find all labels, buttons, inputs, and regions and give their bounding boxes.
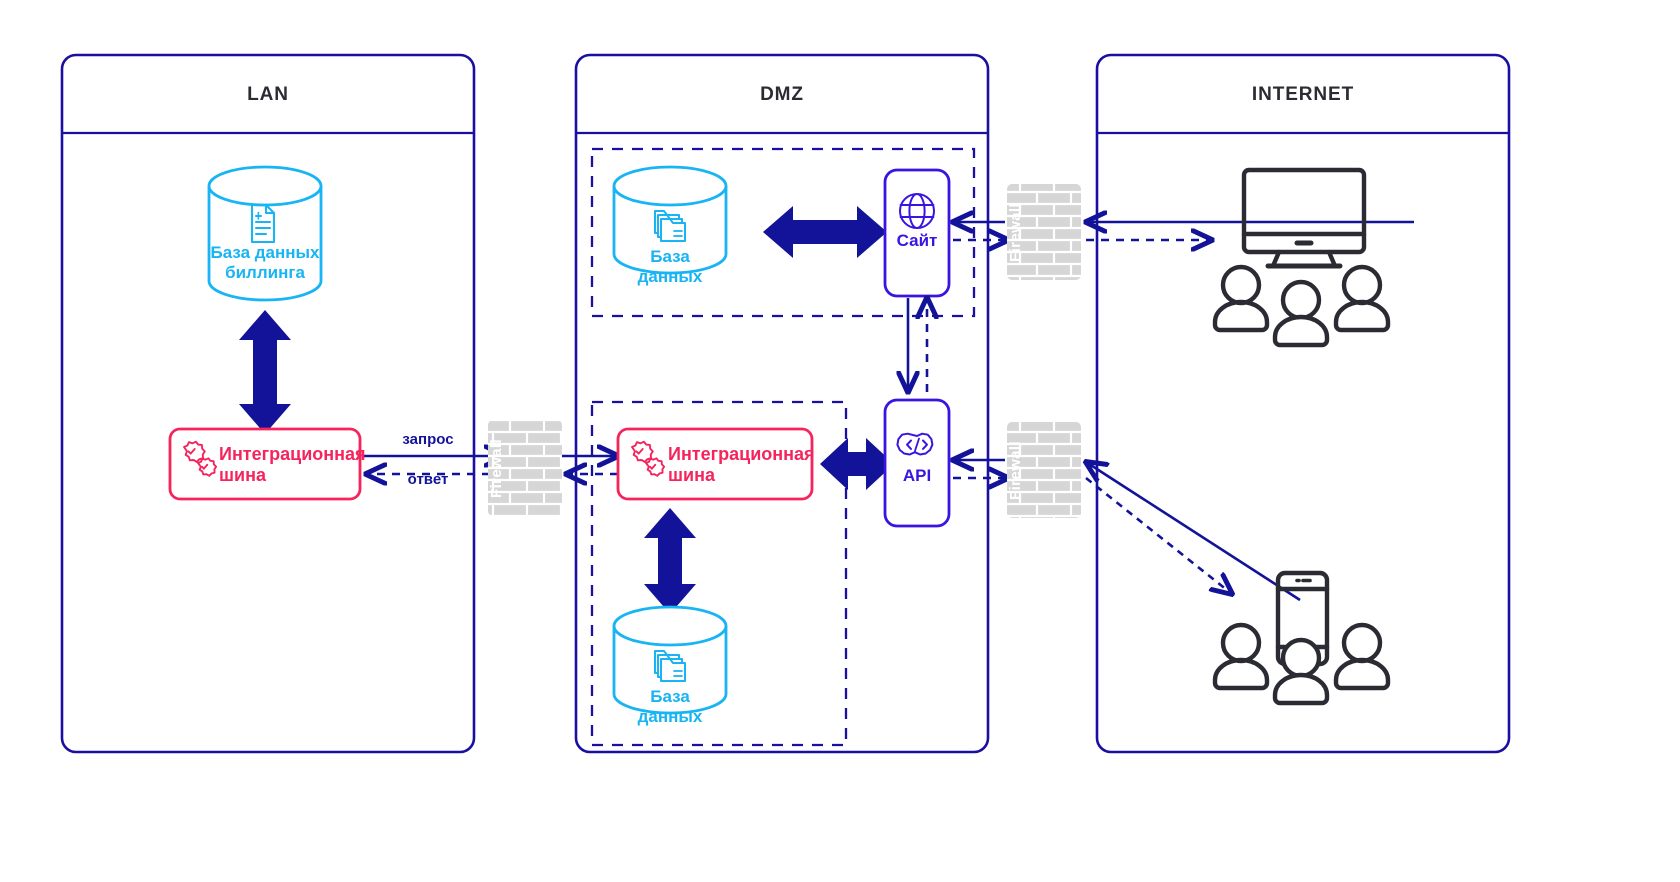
lan-billing-database-label: База данных биллинга: [210, 243, 320, 283]
dmz-bus-api-bidirectional-arrow: [820, 438, 894, 490]
code-badge-icon: [896, 432, 934, 456]
dmz-top-database-node[interactable]: [612, 165, 728, 275]
dmz-api-node[interactable]: [883, 398, 951, 528]
desktop-monitor-icon: [1241, 167, 1367, 269]
gears-check-icon: [183, 440, 218, 477]
users-group-icon: [1212, 622, 1391, 706]
dmz-api-label: API: [902, 466, 932, 485]
dmz-integration-bus-label: Интеграционная шина: [668, 444, 815, 486]
flow-label-request: запрос: [402, 431, 454, 448]
users-group-icon: [1212, 264, 1391, 348]
dmz-integration-bus-node[interactable]: [616, 427, 814, 501]
invoice-document-icon: [250, 203, 276, 244]
internet-desktop-node[interactable]: [1212, 167, 1391, 348]
dmz-group-integration: [590, 400, 848, 747]
zone-title-lan: LAN: [247, 84, 289, 105]
lan-integration-bus-node[interactable]: [168, 427, 362, 501]
globe-icon: [899, 193, 935, 229]
internet-mobile-response-arrow: [1085, 476, 1232, 594]
dmz-db-site-bidirectional-arrow: [763, 206, 887, 258]
firewall-site-internet: [1007, 184, 1081, 280]
dmz-bus-db-bidirectional-arrow: [644, 508, 696, 614]
internet-mobile-request-arrow: [1086, 462, 1301, 602]
folders-icon: [654, 650, 686, 682]
dmz-top-database-label: База данных: [637, 247, 703, 287]
dmz-site-label: Сайт: [896, 231, 938, 250]
dmz-bottom-database-label: База данных: [637, 687, 703, 727]
gears-check-icon: [631, 440, 666, 477]
lan-db-bus-bidirectional-arrow: [239, 310, 291, 434]
firewall-api-internet: [1007, 422, 1081, 518]
lan-billing-database-node[interactable]: [207, 165, 323, 302]
dmz-group-web: [590, 147, 976, 318]
firewall-lan-dmz: [488, 420, 562, 516]
dmz-bottom-database-node[interactable]: [612, 605, 728, 715]
flow-label-response: ответ: [407, 471, 449, 488]
folders-icon: [654, 210, 686, 242]
zone-title-dmz: DMZ: [760, 84, 804, 105]
internet-mobile-node[interactable]: [1212, 570, 1391, 706]
lan-integration-bus-label: Интеграционная шина: [219, 444, 366, 486]
zone-title-internet: INTERNET: [1251, 84, 1355, 105]
